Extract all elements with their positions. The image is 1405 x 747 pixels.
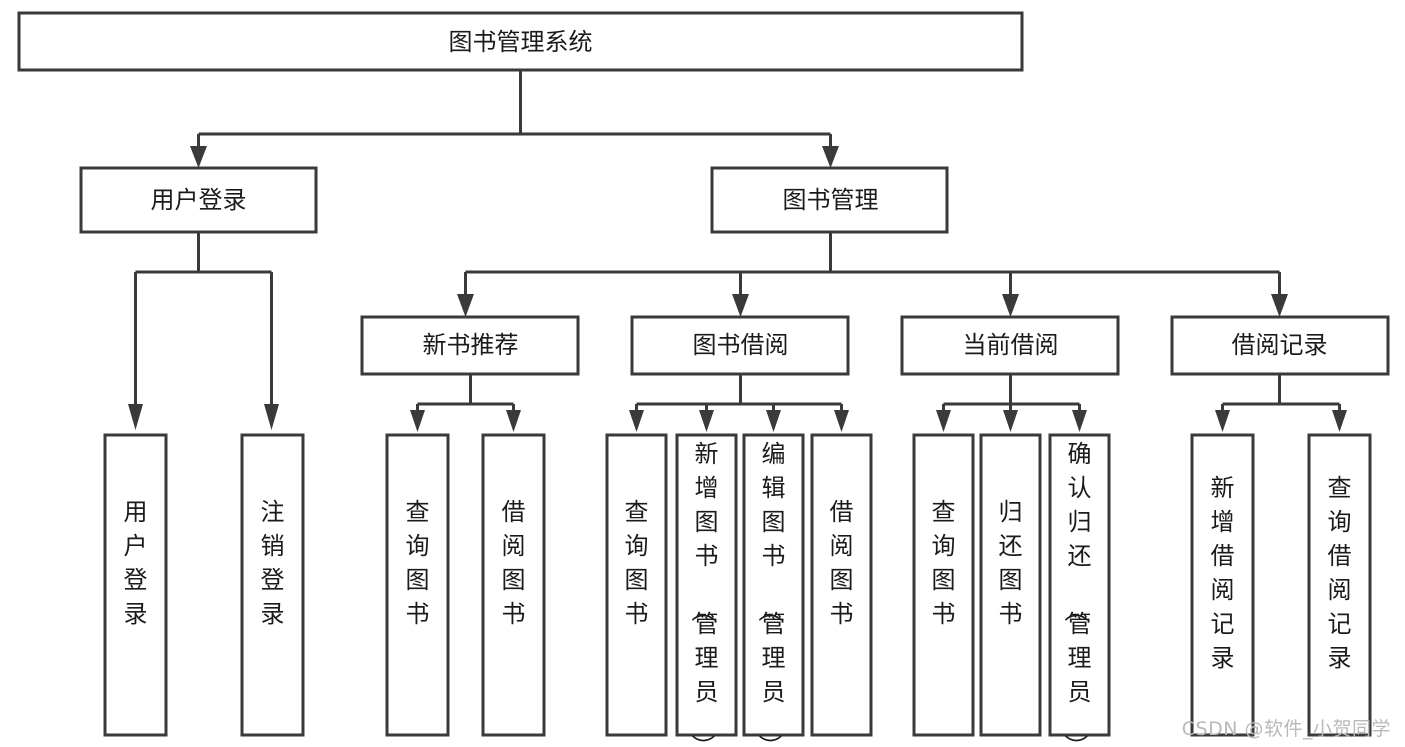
node-leaf-edit-book-box[interactable] xyxy=(742,433,805,737)
node-borrow-record-box[interactable] xyxy=(1170,315,1390,376)
node-leaf-add-book-label: 新增图书（管理员） xyxy=(689,440,719,747)
arrow-head-leaf-edit-book xyxy=(766,410,781,432)
node-leaf-logout-login-label: 注销登录 xyxy=(261,498,285,628)
node-leaf-borrow-book-2-label: 借阅图书 xyxy=(830,498,854,628)
node-leaf-logout-login[interactable]: 注销登录 xyxy=(240,433,305,737)
arrow-head-leaf-query-book-3 xyxy=(936,410,951,432)
arrow-head-user-login xyxy=(190,146,207,168)
node-new-book-recommend-box[interactable] xyxy=(360,315,580,376)
node-leaf-user-login-label: 用户登录 xyxy=(124,498,148,628)
node-borrow-record[interactable]: 借阅记录 xyxy=(1170,315,1390,376)
node-leaf-logout-login-box[interactable] xyxy=(240,433,305,737)
node-borrow-record-label: 借阅记录 xyxy=(1232,331,1328,359)
node-leaf-borrow-book-2-box[interactable] xyxy=(810,433,873,737)
node-current-borrow-box[interactable] xyxy=(900,315,1120,376)
arrow-head-leaf-add-book xyxy=(699,410,714,432)
arrow-head-new-book-recommend xyxy=(457,294,474,317)
node-leaf-borrow-book-1[interactable]: 借阅图书 xyxy=(481,433,546,737)
node-leaf-confirm-return-box[interactable] xyxy=(1048,433,1111,737)
arrow-head-leaf-logout-login xyxy=(264,404,279,430)
node-book-manage[interactable]: 图书管理 xyxy=(710,166,949,234)
node-leaf-edit-book[interactable]: 编辑图书（管理员） xyxy=(742,433,805,747)
node-leaf-return-book-box[interactable] xyxy=(979,433,1042,737)
arrow-head-leaf-query-book-2 xyxy=(629,410,644,432)
arrow-head-borrow-record xyxy=(1271,294,1288,317)
node-leaf-query-book-1-label: 查询图书 xyxy=(406,498,430,628)
node-leaf-query-borrow-record[interactable]: 查询借阅记录 xyxy=(1307,433,1372,737)
node-book-manage-label: 图书管理 xyxy=(783,186,879,214)
node-leaf-query-book-3-label: 查询图书 xyxy=(932,498,956,628)
node-leaf-confirm-return-label: 确认归还（管理员） xyxy=(1062,440,1092,747)
connector-layer xyxy=(128,70,1347,432)
node-root-box[interactable] xyxy=(17,11,1024,72)
node-book-manage-box[interactable] xyxy=(710,166,949,234)
node-leaf-borrow-book-2[interactable]: 借阅图书 xyxy=(810,433,873,737)
arrow-head-leaf-confirm-return xyxy=(1072,410,1087,432)
node-root[interactable]: 图书管理系统 xyxy=(17,11,1024,72)
node-current-borrow-label: 当前借阅 xyxy=(963,331,1059,359)
node-leaf-user-login[interactable]: 用户登录 xyxy=(103,433,168,737)
node-leaf-edit-book-label: 编辑图书（管理员） xyxy=(756,440,786,747)
arrow-head-leaf-user-login xyxy=(128,404,143,430)
node-leaf-add-borrow-record-label: 新增借阅记录 xyxy=(1211,474,1235,672)
node-leaf-query-book-2-label: 查询图书 xyxy=(625,498,649,628)
node-root-label: 图书管理系统 xyxy=(449,28,593,56)
node-book-borrow[interactable]: 图书借阅 xyxy=(630,315,850,376)
node-leaf-query-book-3-box[interactable] xyxy=(912,433,975,737)
arrow-head-leaf-add-borrow-record xyxy=(1215,410,1230,432)
node-leaf-borrow-book-1-label: 借阅图书 xyxy=(502,498,526,628)
arrow-head-leaf-query-book-1 xyxy=(410,410,425,432)
node-leaf-add-book[interactable]: 新增图书（管理员） xyxy=(675,433,738,747)
node-leaf-query-book-1[interactable]: 查询图书 xyxy=(385,433,450,737)
node-leaf-add-borrow-record-box[interactable] xyxy=(1190,433,1255,737)
node-leaf-query-book-2-box[interactable] xyxy=(605,433,668,737)
node-leaf-return-book[interactable]: 归还图书 xyxy=(979,433,1042,737)
node-leaf-borrow-book-1-box[interactable] xyxy=(481,433,546,737)
node-leaf-add-book-box[interactable] xyxy=(675,433,738,737)
node-user-login[interactable]: 用户登录 xyxy=(79,166,318,234)
arrow-head-current-borrow xyxy=(1002,294,1019,317)
node-leaf-user-login-box[interactable] xyxy=(103,433,168,737)
node-new-book-recommend[interactable]: 新书推荐 xyxy=(360,315,580,376)
arrow-head-leaf-borrow-book-1 xyxy=(506,410,521,432)
node-leaf-add-borrow-record[interactable]: 新增借阅记录 xyxy=(1190,433,1255,737)
node-current-borrow[interactable]: 当前借阅 xyxy=(900,315,1120,376)
node-book-borrow-box[interactable] xyxy=(630,315,850,376)
arrow-head-leaf-borrow-book-2 xyxy=(834,410,849,432)
node-user-login-box[interactable] xyxy=(79,166,318,234)
node-new-book-recommend-label: 新书推荐 xyxy=(423,331,519,359)
node-leaf-confirm-return[interactable]: 确认归还（管理员） xyxy=(1048,433,1111,747)
node-leaf-query-book-3[interactable]: 查询图书 xyxy=(912,433,975,737)
node-leaf-query-book-1-box[interactable] xyxy=(385,433,450,737)
arrow-head-book-manage xyxy=(822,146,839,168)
arrow-head-leaf-query-borrow-record xyxy=(1332,410,1347,432)
arrow-head-leaf-return-book xyxy=(1003,410,1018,432)
arrow-head-book-borrow xyxy=(732,294,749,317)
node-user-login-label: 用户登录 xyxy=(151,186,247,214)
node-leaf-query-book-2[interactable]: 查询图书 xyxy=(605,433,668,737)
node-leaf-return-book-label: 归还图书 xyxy=(999,498,1023,628)
node-leaf-query-borrow-record-box[interactable] xyxy=(1307,433,1372,737)
node-leaf-query-borrow-record-label: 查询借阅记录 xyxy=(1328,474,1352,672)
node-book-borrow-label: 图书借阅 xyxy=(693,331,789,359)
